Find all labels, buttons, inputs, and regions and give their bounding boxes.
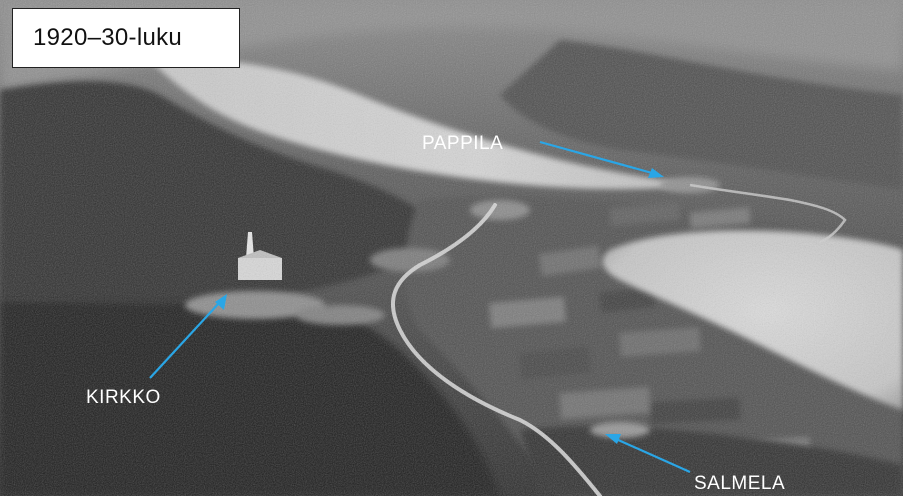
arrow-salmela (605, 434, 691, 474)
title-text: 1920–30-luku (33, 24, 183, 51)
label-salmela: SALMELA (694, 473, 786, 494)
arrow-pappila (539, 140, 664, 178)
arrow-kirkko (149, 294, 227, 379)
label-pappila: PAPPILA (422, 133, 504, 154)
label-kirkko: KIRKKO (86, 387, 161, 408)
title-box: 1920–30-luku (12, 8, 240, 68)
